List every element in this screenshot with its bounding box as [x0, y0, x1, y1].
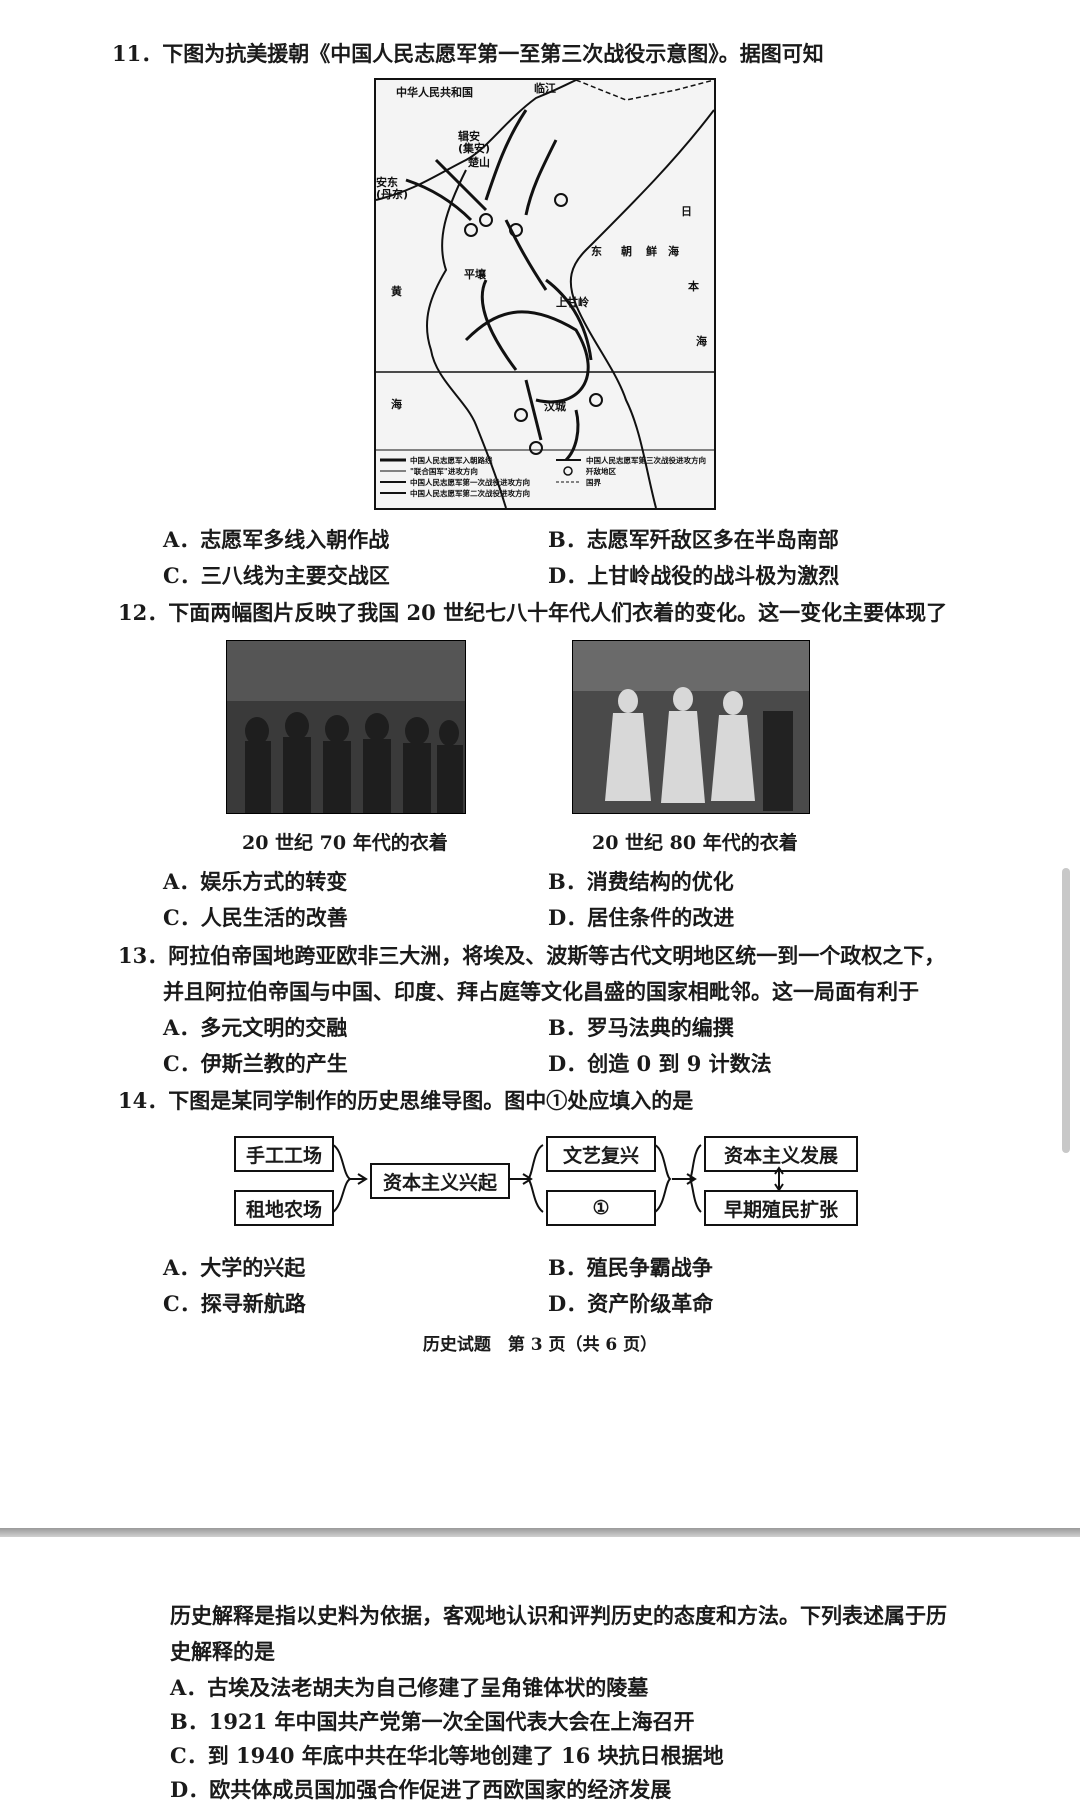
map-label-jian-alt: (集安) — [458, 141, 490, 155]
q14-stem: 14．下图是某同学制作的历史思维导图。图中①处应填入的是 — [118, 1088, 694, 1113]
mindmap-box-farm: 租地农场 — [234, 1190, 334, 1226]
q14-option-c: C．探寻新航路 — [163, 1291, 306, 1316]
q12-stem: 12．下面两幅图片反映了我国 20 世纪七八十年代人们衣着的变化。这一变化主要体… — [118, 600, 948, 625]
legend-item-3: 中国人民志愿军第一次战役进攻方向 — [410, 477, 530, 487]
q13-stem-line1: 13．阿拉伯帝国地跨亚欧非三大洲，将埃及、波斯等古代文明地区统一到一个政权之下， — [118, 943, 946, 968]
west-coastline — [425, 169, 507, 509]
legend-item-4: 中国人民志愿军第二次战役进攻方向 — [410, 488, 530, 498]
next-stem-line2: 史解释的是 — [170, 1639, 275, 1664]
q13-option-c: C．伊斯兰教的产生 — [163, 1051, 348, 1076]
border-line — [375, 79, 577, 201]
q11-stem: 11．下图为抗美援朝《中国人民志愿军第一至第三次战役示意图》。据图可知 — [112, 41, 824, 66]
photo-1970s — [226, 640, 466, 814]
map-label-seoul: 汉城 — [544, 399, 566, 413]
map-label-hai2: 海 — [696, 334, 707, 348]
mindmap-box-renaissance: 文艺复兴 — [546, 1136, 656, 1172]
map-labels: 中华人民共和国 临江 辑安 (集安) 楚山 安东 (丹东) 平壤 日 东 朝 鲜… — [376, 81, 707, 413]
map-label-hai: 海 — [668, 244, 679, 258]
q14-option-a: A．大学的兴起 — [163, 1255, 306, 1280]
map-label-dong: 东 — [591, 244, 602, 258]
q13-option-a: A．多元文明的交融 — [163, 1015, 348, 1040]
q11-option-b: B．志愿军歼敌区多在半岛南部 — [548, 527, 839, 552]
q11-option-d: D．上甘岭战役的战斗极为激烈 — [548, 563, 840, 588]
q13-stem-line2: 并且阿拉伯帝国与中国、印度、拜占庭等文化昌盛的国家相毗邻。这一局面有利于 — [163, 979, 919, 1004]
mindmap-connectors — [332, 1144, 784, 1213]
q12-option-a: A．娱乐方式的转变 — [163, 869, 348, 894]
war-map: 中华人民共和国 临江 辑安 (集安) 楚山 安东 (丹东) 平壤 日 东 朝 鲜… — [374, 78, 716, 510]
q12-option-b: B．消费结构的优化 — [548, 869, 734, 894]
map-label-linjiang: 临江 — [534, 81, 556, 95]
border-dashed — [575, 79, 715, 101]
map-label-huang-sea: 海 — [391, 397, 402, 411]
mindmap-box-blank: ① — [546, 1190, 656, 1226]
next-option-d: D．欧共体成员国加强合作促进了西欧国家的经济发展 — [170, 1777, 672, 1802]
war-map-svg: 中华人民共和国 临江 辑安 (集安) 楚山 安东 (丹东) 平壤 日 东 朝 鲜… — [375, 79, 715, 509]
scrollbar[interactable] — [1062, 868, 1070, 1153]
legend-item-5: 中国人民志愿军第三次战役进攻方向 — [586, 455, 706, 465]
photo-1980s-art — [573, 641, 809, 813]
next-stem-line1: 历史解释是指以史料为依据，客观地认识和评判历史的态度和方法。下列表述属于历 — [170, 1603, 947, 1628]
page-divider — [0, 1528, 1080, 1537]
next-option-a: A．古埃及法老胡夫为自己修建了呈角锥体状的陵墓 — [170, 1675, 649, 1700]
map-label-ben: 本 — [688, 279, 699, 293]
mindmap-box-colonial-expansion: 早期殖民扩张 — [704, 1190, 858, 1226]
map-label-xian: 鲜 — [646, 244, 657, 258]
page-footer: 历史试题 第 3 页（共 6 页） — [422, 1335, 658, 1355]
mindmap-box-capitalism-develop: 资本主义发展 — [704, 1136, 858, 1172]
next-option-b: B．1921 年中国共产党第一次全国代表大会在上海召开 — [170, 1709, 695, 1734]
map-label-chushan: 楚山 — [468, 155, 490, 169]
mindmap-box-workshop: 手工工场 — [234, 1136, 334, 1172]
legend-item-1: 中国人民志愿军入朝路线 — [410, 455, 493, 465]
legend-item-6: 歼敌地区 — [585, 466, 616, 476]
q11-option-a: A．志愿军多线入朝作战 — [163, 527, 390, 552]
legend-item-2: "联合国军"进攻方向 — [410, 466, 478, 476]
caption-1970s: 20 世纪 70 年代的衣着 — [242, 832, 448, 854]
enemy-zones — [464, 193, 603, 455]
q13-option-b: B．罗马法典的编撰 — [548, 1015, 734, 1040]
q11-option-c: C．三八线为主要交战区 — [163, 563, 390, 588]
map-label-shangganling: 上甘岭 — [556, 295, 589, 309]
q14-option-d: D．资产阶级革命 — [548, 1291, 714, 1316]
caption-1980s: 20 世纪 80 年代的衣着 — [592, 832, 798, 854]
map-label-jian: 辑安 — [458, 129, 480, 143]
map-label-chao: 朝 — [621, 244, 632, 258]
map-legend: 中国人民志愿军入朝路线 "联合国军"进攻方向 中国人民志愿军第一次战役进攻方向 … — [380, 455, 706, 498]
photo-1970s-art — [227, 641, 465, 813]
attack-arrows — [405, 109, 593, 462]
map-label-ri: 日 — [681, 205, 692, 218]
q14-option-b: B．殖民争霸战争 — [548, 1255, 713, 1280]
map-label-pyongyang: 平壤 — [464, 267, 487, 281]
legend-item-7: 国界 — [586, 477, 601, 487]
q12-option-c: C．人民生活的改善 — [163, 905, 348, 930]
east-coastline — [569, 109, 715, 509]
photo-1980s — [572, 640, 810, 814]
map-label-andong: 安东 — [376, 175, 398, 189]
map-label-dandong: (丹东) — [376, 187, 408, 201]
q13-option-d: D．创造 0 到 9 计数法 — [548, 1051, 772, 1076]
map-label-huang: 黄 — [391, 284, 402, 298]
mindmap-box-capitalism-rise: 资本主义兴起 — [370, 1163, 510, 1199]
map-label-prc: 中华人民共和国 — [396, 85, 473, 99]
next-option-c: C．到 1940 年底中共在华北等地创建了 16 块抗日根据地 — [170, 1743, 724, 1768]
q12-option-d: D．居住条件的改进 — [548, 905, 735, 930]
